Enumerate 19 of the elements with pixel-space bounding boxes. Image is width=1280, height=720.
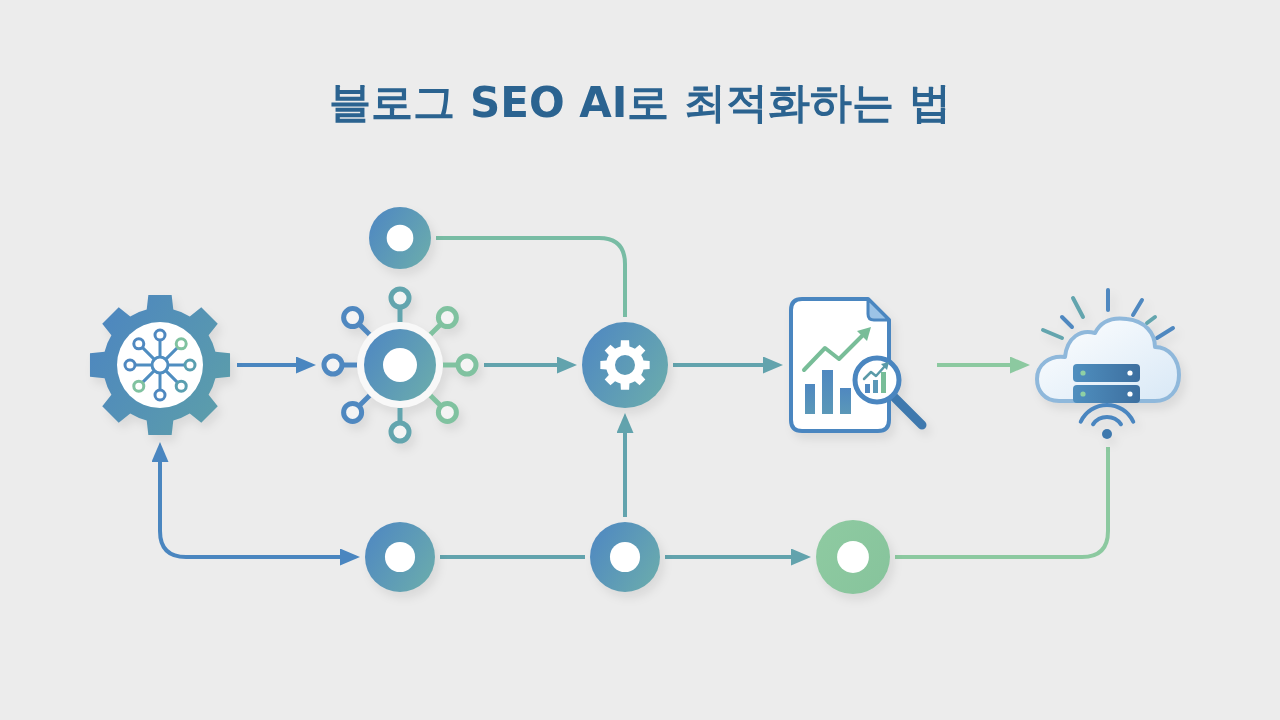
connector-line	[440, 555, 585, 559]
circle-node	[590, 522, 660, 592]
arrow	[937, 356, 1030, 374]
arrow	[673, 356, 783, 374]
gear-icon	[582, 322, 668, 408]
gear-network-icon	[88, 293, 232, 437]
cloud-server-icon	[1035, 288, 1181, 442]
arrow	[151, 442, 360, 566]
arrow	[484, 356, 577, 374]
network-hub-icon	[321, 286, 479, 444]
circle-node	[365, 522, 435, 592]
connector-line	[436, 236, 627, 317]
title: 블로그 SEO AI로 최적화하는 법	[329, 78, 951, 129]
circle-node	[816, 520, 890, 594]
arrow	[665, 548, 811, 566]
arrow	[237, 356, 316, 374]
connector-line	[895, 447, 1110, 559]
arrow	[616, 413, 634, 517]
circle-node	[369, 207, 431, 269]
